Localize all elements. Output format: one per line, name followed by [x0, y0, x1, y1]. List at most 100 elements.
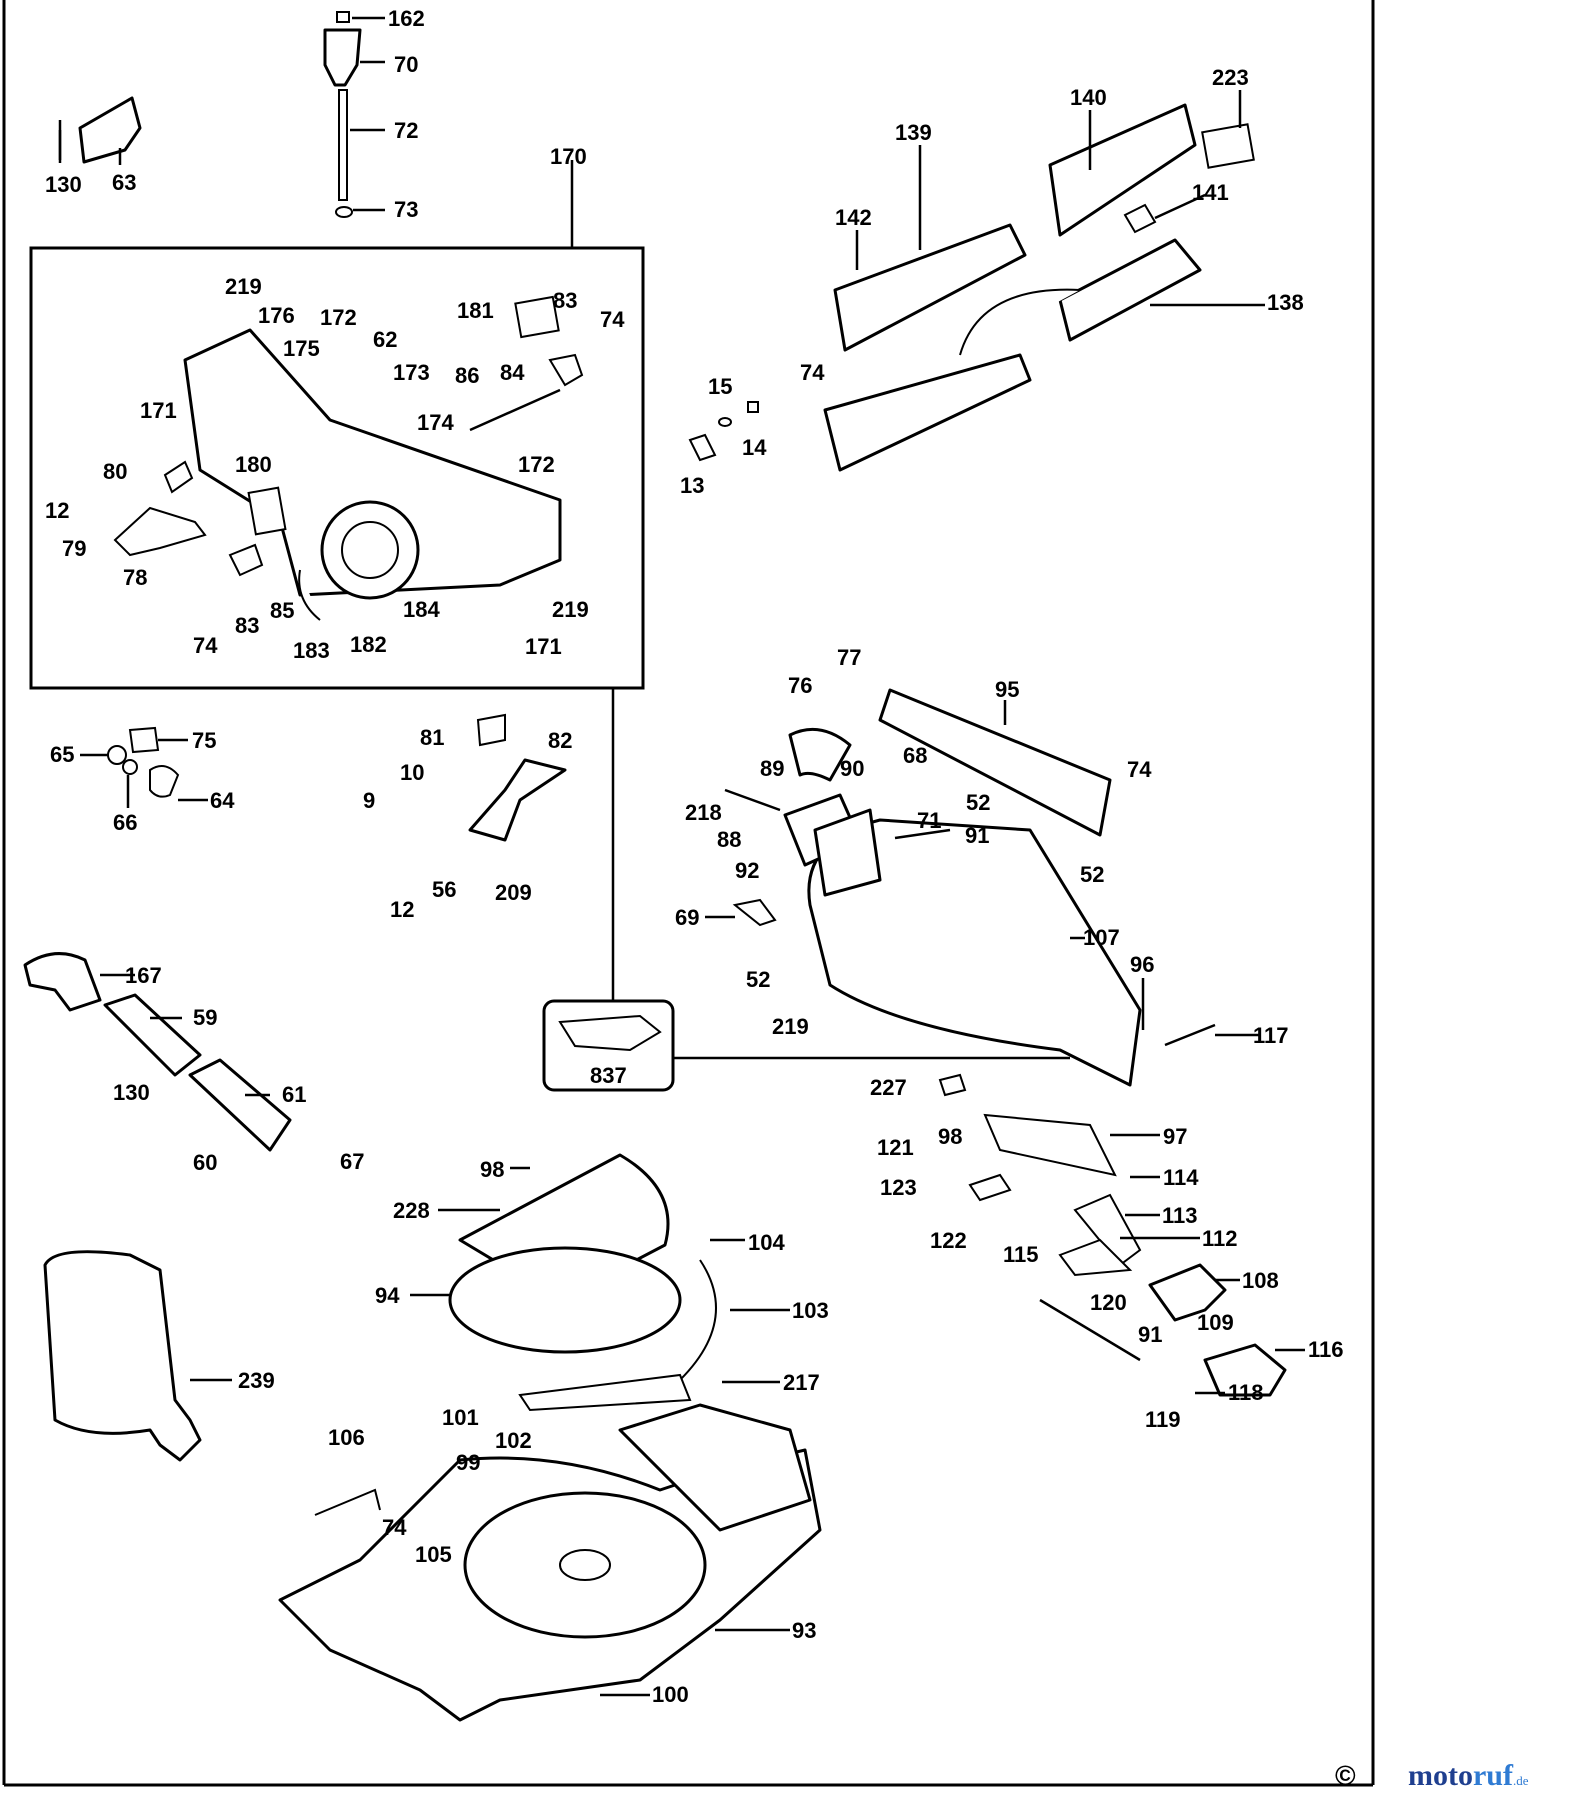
label-170: 170 — [550, 144, 587, 169]
fence-arc — [959, 288, 1081, 356]
label-66: 66 — [113, 810, 137, 835]
clamp-70 — [323, 28, 362, 87]
label-172a: 172 — [320, 305, 357, 330]
leader-91a — [894, 828, 951, 840]
label-184: 184 — [403, 597, 440, 622]
label-113: 113 — [1162, 1203, 1198, 1228]
knob-83b — [228, 543, 264, 577]
label-174: 174 — [417, 410, 454, 435]
label-80: 80 — [103, 459, 127, 484]
kit-837-part — [558, 1014, 662, 1052]
label-62: 62 — [373, 327, 397, 352]
label-102: 102 — [495, 1428, 532, 1453]
label-114: 114 — [1163, 1165, 1199, 1190]
copyright-symbol: © — [1335, 1760, 1356, 1791]
brand-main: moto — [1408, 1759, 1473, 1792]
label-167: 167 — [125, 963, 162, 988]
label-162: 162 — [388, 6, 425, 31]
label-171a: 171 — [140, 398, 177, 423]
label-121: 121 — [877, 1135, 914, 1160]
rod-117 — [1164, 1023, 1216, 1047]
label-239: 239 — [238, 1368, 275, 1393]
label-180 — [247, 486, 287, 536]
label-173: 173 — [393, 360, 430, 385]
fence-base-left — [823, 353, 1032, 472]
leader-141 — [1154, 193, 1206, 220]
screw-162 — [336, 11, 350, 23]
label-76: 76 — [788, 673, 812, 698]
label-74c: 74 — [193, 633, 218, 658]
clamp-64 — [149, 765, 180, 798]
label-96: 96 — [1130, 952, 1154, 977]
label-104: 104 — [748, 1230, 785, 1255]
label-67: 67 — [340, 1149, 364, 1174]
label-109: 109 — [1197, 1310, 1234, 1335]
label-70: 70 — [394, 52, 418, 77]
label-101: 101 — [442, 1405, 479, 1430]
label-61: 61 — [282, 1082, 306, 1107]
fence-139 — [833, 223, 1027, 352]
brand-accent: ruf — [1473, 1759, 1514, 1792]
assembly-170-box — [29, 246, 645, 690]
label-108: 108 — [1242, 1268, 1279, 1293]
rod-72 — [338, 89, 348, 201]
brand-logo: motoruf.de — [1408, 1759, 1529, 1792]
ring-94 — [448, 1246, 682, 1354]
label-74e: 74 — [382, 1515, 407, 1540]
label-79: 79 — [62, 536, 86, 561]
motor-hub-inner — [341, 521, 399, 579]
label-175: 175 — [283, 336, 320, 361]
label-227: 227 — [870, 1075, 907, 1100]
label-219a: 219 — [225, 274, 262, 299]
label-98a: 98 — [938, 1124, 962, 1149]
label-84: 84 — [500, 360, 525, 385]
elbow-167 — [23, 952, 102, 1012]
fence-138 — [1058, 238, 1202, 342]
lever-209 — [468, 758, 567, 842]
label-120: 120 — [1090, 1290, 1127, 1315]
label-139: 139 — [895, 120, 932, 145]
label-171b: 171 — [525, 634, 562, 659]
label-78: 78 — [123, 565, 147, 590]
guard-97 — [983, 1113, 1117, 1177]
label-63: 63 — [112, 170, 136, 195]
label-94: 94 — [375, 1283, 400, 1308]
label-180: 180 — [235, 452, 272, 477]
label-122: 122 — [930, 1228, 967, 1253]
label-116: 116 — [1308, 1337, 1344, 1362]
label-83a: 83 — [553, 288, 577, 313]
shield-183 — [298, 569, 321, 621]
fence-140 — [1048, 103, 1197, 237]
label-74a: 74 — [800, 360, 825, 385]
label-13: 13 — [680, 473, 704, 498]
label-219b: 219 — [552, 597, 589, 622]
washer-73 — [335, 206, 353, 218]
label-119: 119 — [1145, 1407, 1181, 1432]
label-103: 103 — [792, 1298, 829, 1323]
label-106: 106 — [328, 1425, 365, 1450]
hose-61 — [188, 1058, 292, 1152]
label-74b: 74 — [600, 307, 625, 332]
label-68: 68 — [903, 743, 927, 768]
lever-13 — [688, 433, 717, 462]
arm-housing — [183, 328, 562, 597]
tube-59 — [103, 993, 202, 1077]
plate-217 — [518, 1373, 692, 1412]
label-130a: 130 — [45, 172, 82, 197]
label-95: 95 — [995, 677, 1019, 702]
washer-65 — [107, 745, 127, 765]
label-52b: 52 — [1080, 862, 1104, 887]
clamp-227 — [938, 1073, 967, 1097]
label-219c: 219 — [772, 1014, 809, 1039]
fence-95 — [878, 688, 1112, 837]
label-182: 182 — [350, 632, 387, 657]
label-73: 73 — [394, 197, 418, 222]
label-183: 183 — [293, 638, 330, 663]
clip-80 — [163, 460, 194, 494]
pin-218 — [724, 788, 781, 812]
label-138: 138 — [1267, 290, 1304, 315]
label-99: 99 — [456, 1450, 480, 1475]
label-223: 223 — [1212, 65, 1249, 90]
label-59: 59 — [193, 1005, 217, 1030]
